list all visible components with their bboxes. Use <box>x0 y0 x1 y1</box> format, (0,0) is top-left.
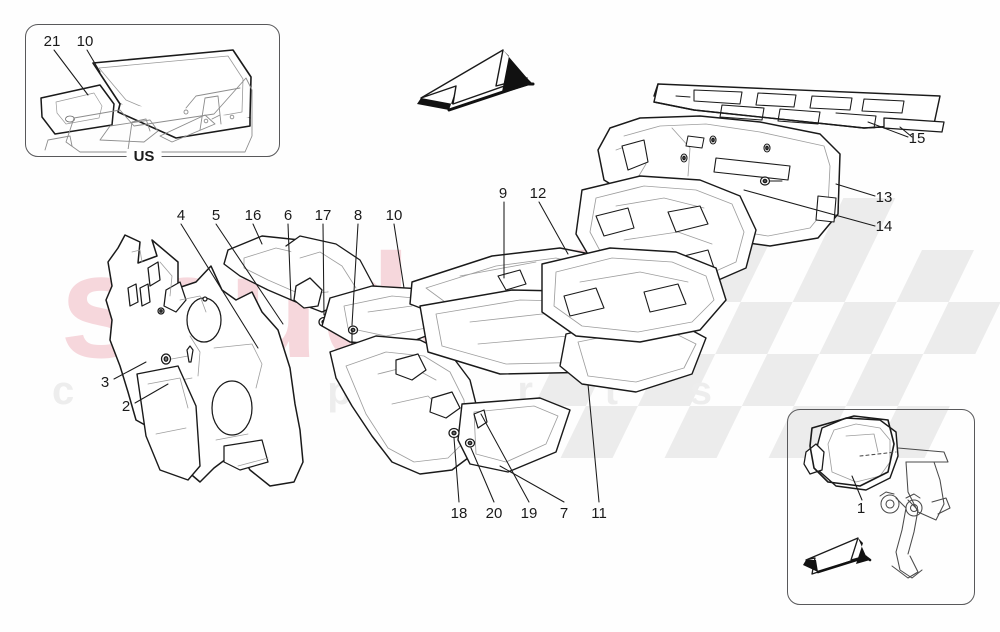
callout-16: 16 <box>244 207 262 224</box>
wm-letter: s <box>689 369 712 413</box>
pedal-box-inset-artwork <box>803 415 951 579</box>
rear-bulkhead-assembly <box>541 83 945 343</box>
callout-2: 2 <box>121 398 131 415</box>
callout-6: 6 <box>283 207 293 224</box>
callout-20: 20 <box>485 505 503 522</box>
wm-letter: c <box>52 369 75 413</box>
callout-18: 18 <box>450 505 468 522</box>
callout-1: 1 <box>856 500 866 517</box>
callout-14: 14 <box>875 218 893 235</box>
callout-12: 12 <box>529 185 547 202</box>
callout-7: 7 <box>559 505 569 522</box>
callout-17: 17 <box>314 207 332 224</box>
callout-3: 3 <box>100 374 110 391</box>
callout-5: 5 <box>211 207 221 224</box>
callout-4: 4 <box>176 207 186 224</box>
us-inset-artwork <box>40 49 253 153</box>
us-variant-caption: US <box>126 149 162 165</box>
orientation-arrow-main <box>417 49 535 112</box>
callout-8: 8 <box>353 207 363 224</box>
floor-tunnel-assembly <box>329 335 600 503</box>
pedal-box-inset-box <box>787 409 975 605</box>
callout-11: 11 <box>591 505 607 522</box>
callout-10-us: 10 <box>76 33 94 50</box>
callout-9: 9 <box>498 185 508 202</box>
callout-10: 10 <box>385 207 403 224</box>
bulkhead-panel-assembly <box>105 234 304 487</box>
us-variant-inset-box <box>25 24 280 157</box>
callout-15: 15 <box>908 130 926 147</box>
callout-19: 19 <box>520 505 538 522</box>
callout-21: 21 <box>43 33 61 50</box>
callout-13: 13 <box>875 189 893 206</box>
